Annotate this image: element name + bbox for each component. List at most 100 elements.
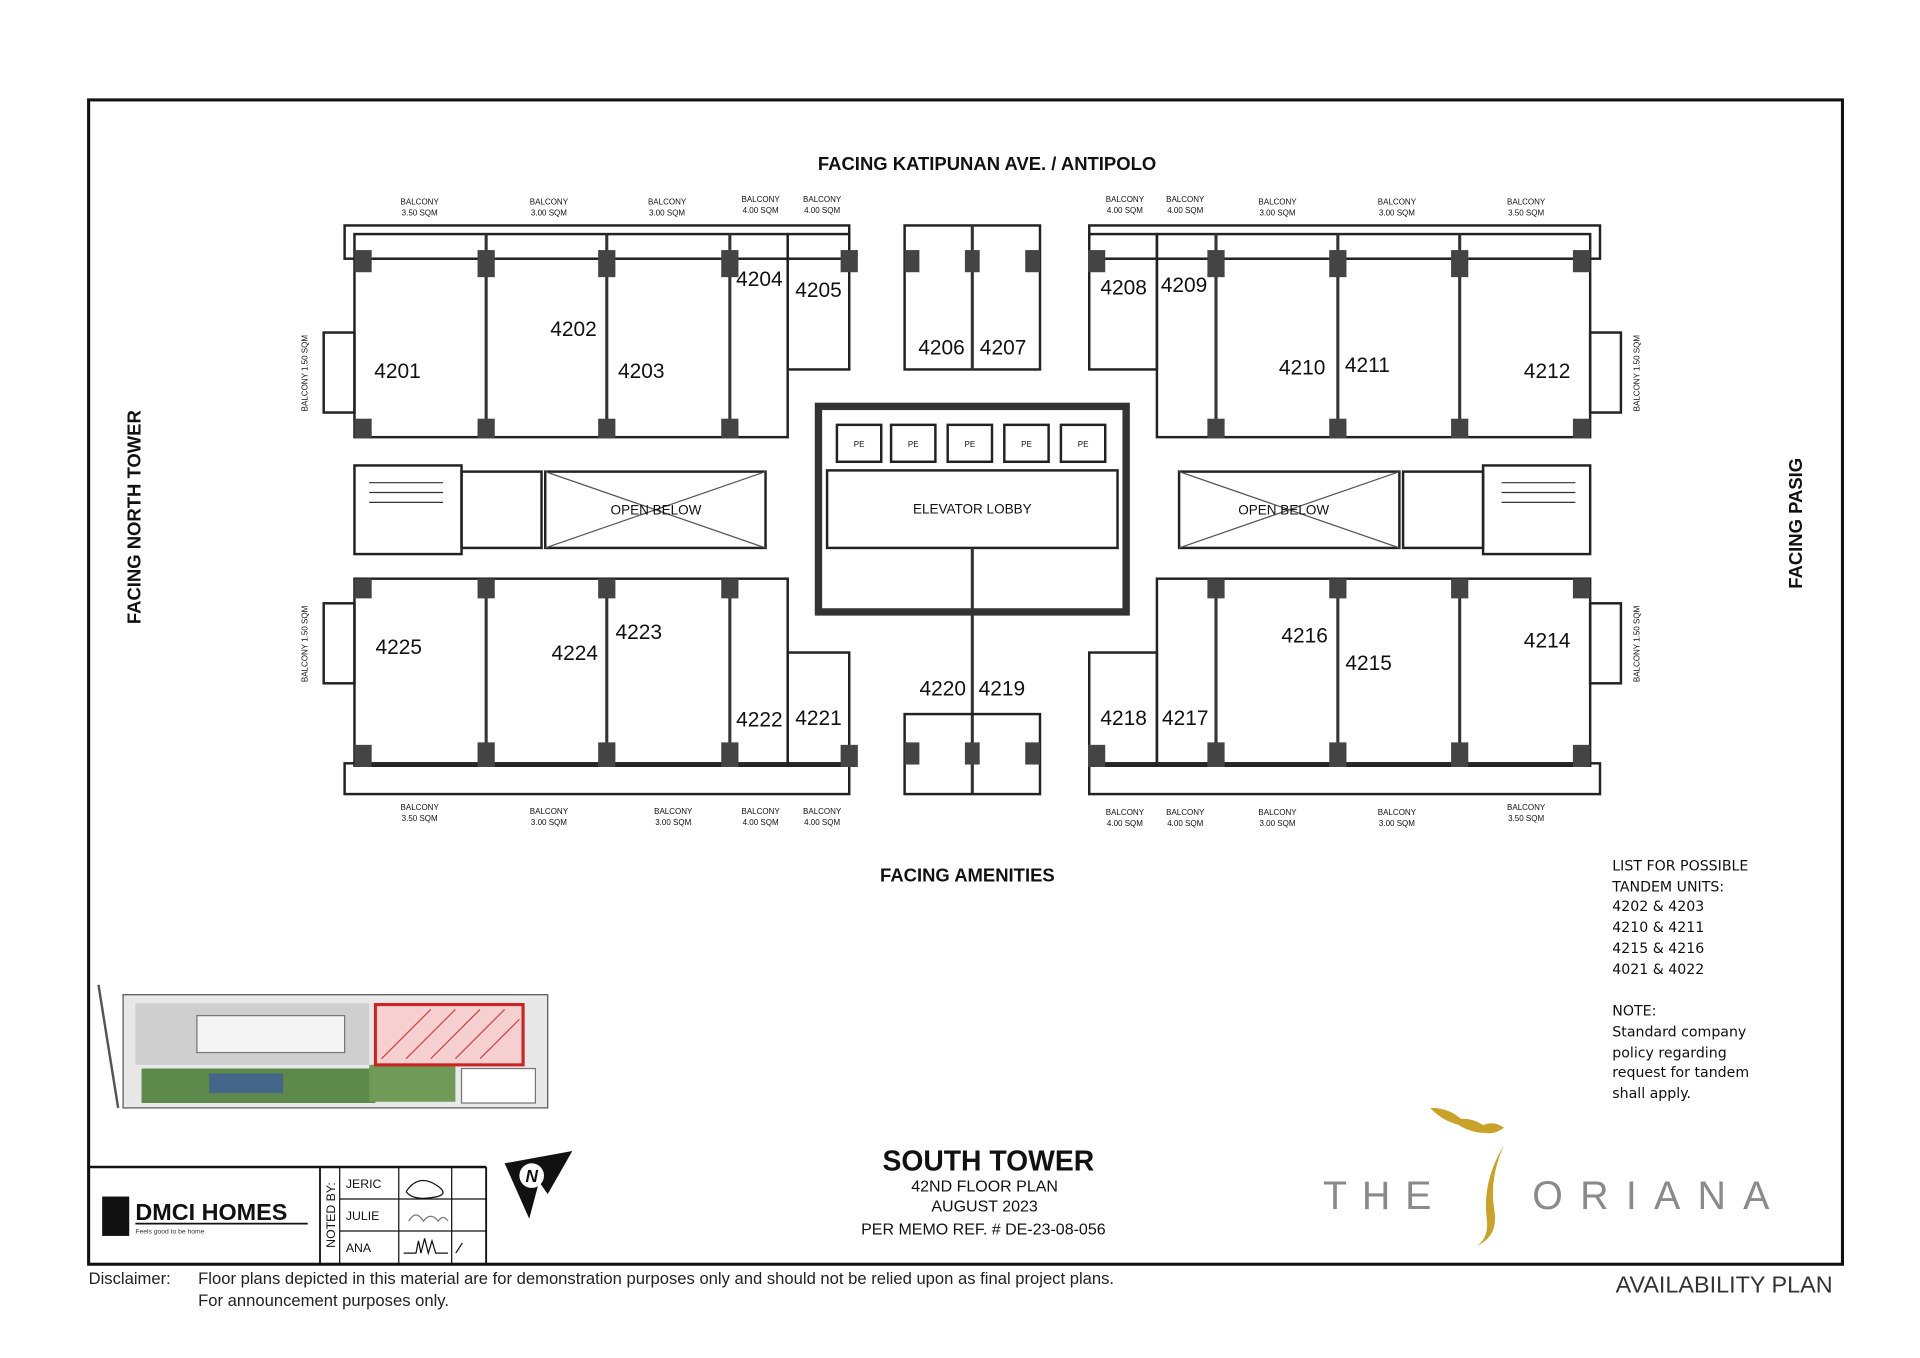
svg-text:NOTE:: NOTE:	[1612, 1004, 1656, 1020]
availability-plan-label: AVAILABILITY PLAN	[1616, 1272, 1833, 1298]
disclaimer-line-1: Floor plans depicted in this material ar…	[198, 1269, 1114, 1288]
elevator-tag: PE	[908, 440, 919, 449]
svg-text:ORIANA: ORIANA	[1532, 1174, 1786, 1218]
unit-4224[interactable]: 4224	[552, 642, 599, 665]
svg-text:BALCONY: BALCONY	[1258, 198, 1297, 207]
svg-text:3.50 SQM: 3.50 SQM	[402, 814, 438, 823]
open-below-right: OPEN BELOW	[1238, 503, 1329, 518]
signatory-3: ANA	[346, 1241, 372, 1255]
unit-4219[interactable]: 4219	[979, 678, 1026, 701]
unit-4215[interactable]: 4215	[1345, 652, 1392, 675]
svg-text:BALCONY: BALCONY	[1258, 808, 1297, 817]
unit-4225[interactable]: 4225	[376, 636, 423, 659]
side-balcony-label: BALCONY 1.50 SQM	[301, 335, 310, 412]
heading-right: FACING PASIG	[1785, 458, 1806, 589]
unit-4217[interactable]: 4217	[1162, 707, 1209, 730]
svg-text:BALCONY: BALCONY	[1378, 198, 1417, 207]
side-balcony-label: BALCONY 1.50 SQM	[301, 605, 310, 682]
svg-text:3.00 SQM: 3.00 SQM	[649, 209, 685, 218]
svg-text:TANDEM UNITS:: TANDEM UNITS:	[1611, 879, 1724, 895]
side-balcony-label: BALCONY 1.50 SQM	[1632, 605, 1641, 682]
signature-icon	[405, 1179, 444, 1199]
svg-text:4215 & 4216: 4215 & 4216	[1612, 941, 1704, 957]
unit-4203[interactable]: 4203	[618, 360, 665, 383]
unit-4202[interactable]: 4202	[550, 318, 597, 341]
unit-4201[interactable]: 4201	[374, 360, 421, 383]
svg-text:3.50 SQM: 3.50 SQM	[1508, 814, 1544, 823]
units-top: 4201 4202 4203 4204 4205 4206 4207 4208 …	[374, 268, 1570, 383]
unit-4223[interactable]: 4223	[616, 621, 663, 644]
svg-text:BALCONY: BALCONY	[530, 198, 569, 207]
svg-text:3.00 SQM: 3.00 SQM	[1260, 819, 1296, 828]
unit-4207[interactable]: 4207	[980, 337, 1027, 360]
svg-text:BALCONY: BALCONY	[803, 807, 842, 816]
svg-text:BALCONY: BALCONY	[401, 803, 440, 812]
signature-icon	[408, 1214, 449, 1223]
svg-text:BALCONY: BALCONY	[654, 807, 693, 816]
unit-4222[interactable]: 4222	[736, 708, 783, 731]
units-bottom: 4225 4224 4223 4222 4221 4220 4219 4218 …	[376, 621, 1571, 731]
open-below-left: OPEN BELOW	[611, 503, 702, 518]
svg-text:BALCONY: BALCONY	[1378, 808, 1417, 817]
unit-4220[interactable]: 4220	[920, 678, 967, 701]
company-tagline: Feels good to be home	[135, 1228, 204, 1235]
svg-text:N: N	[525, 1166, 538, 1186]
heading-bottom: FACING AMENITIES	[880, 864, 1055, 885]
unit-4208[interactable]: 4208	[1100, 276, 1147, 299]
unit-4214[interactable]: 4214	[1524, 630, 1571, 653]
unit-4206[interactable]: 4206	[918, 337, 965, 360]
svg-text:3.50 SQM: 3.50 SQM	[402, 209, 438, 218]
svg-text:BALCONY: BALCONY	[401, 198, 440, 207]
svg-text:3.00 SQM: 3.00 SQM	[1260, 209, 1296, 218]
signatory-2: JULIE	[346, 1209, 380, 1223]
svg-text:4021 & 4022: 4021 & 4022	[1612, 962, 1704, 978]
svg-text:4.00 SQM: 4.00 SQM	[804, 818, 840, 827]
noted-by-label: NOTED BY:	[324, 1182, 338, 1248]
unit-4212[interactable]: 4212	[1524, 360, 1571, 383]
company-name: DMCI HOMES	[135, 1199, 287, 1225]
unit-4218[interactable]: 4218	[1100, 707, 1147, 730]
unit-4211[interactable]: 4211	[1345, 354, 1390, 377]
heading-left: FACING NORTH TOWER	[123, 410, 144, 624]
balcony-labels-bottom: BALCONY 3.50 SQM BALCONY 3.00 SQM BALCONY 3…	[401, 803, 1546, 828]
svg-text:4.00 SQM: 4.00 SQM	[1167, 819, 1203, 828]
svg-text:BALCONY: BALCONY	[741, 195, 780, 204]
svg-text:BALCONY: BALCONY	[1507, 803, 1546, 812]
signatory-1: JERIC	[346, 1177, 382, 1191]
svg-text:THE: THE	[1323, 1174, 1446, 1218]
svg-text:BALCONY: BALCONY	[1166, 808, 1205, 817]
unit-4210[interactable]: 4210	[1279, 356, 1326, 379]
svg-text:4.00 SQM: 4.00 SQM	[1167, 206, 1203, 215]
svg-text:BALCONY: BALCONY	[1166, 195, 1205, 204]
elevator-tag: PE	[1021, 440, 1032, 449]
sheet-border	[87, 98, 1844, 1266]
unit-4204[interactable]: 4204	[736, 268, 783, 291]
svg-text:4.00 SQM: 4.00 SQM	[743, 206, 779, 215]
side-balcony-label: BALCONY 1.50 SQM	[1632, 335, 1641, 412]
unit-4205[interactable]: 4205	[795, 279, 842, 302]
site-key-plan	[97, 984, 549, 1109]
disclaimer-label: Disclaimer:	[89, 1269, 171, 1288]
svg-text:BALCONY: BALCONY	[1507, 198, 1546, 207]
svg-text:4.00 SQM: 4.00 SQM	[1107, 819, 1143, 828]
svg-text:BALCONY: BALCONY	[741, 807, 780, 816]
svg-text:4202 & 4203: 4202 & 4203	[1612, 899, 1704, 915]
disclaimer-line-2: For announcement purposes only.	[198, 1291, 449, 1310]
unit-4216[interactable]: 4216	[1281, 625, 1328, 648]
svg-text:request for tandem: request for tandem	[1612, 1065, 1749, 1081]
title-block: DMCI HOMES Feels good to be home NOTED B…	[88, 1165, 488, 1265]
dmci-logo-mark	[102, 1196, 130, 1236]
svg-text:BALCONY: BALCONY	[648, 198, 687, 207]
svg-text:3.00 SQM: 3.00 SQM	[1379, 209, 1415, 218]
svg-text:4.00 SQM: 4.00 SQM	[804, 206, 840, 215]
svg-text:BALCONY: BALCONY	[1106, 195, 1145, 204]
unit-4209[interactable]: 4209	[1161, 274, 1208, 297]
svg-text:4.00 SQM: 4.00 SQM	[1107, 206, 1143, 215]
svg-text:policy regarding: policy regarding	[1612, 1045, 1726, 1061]
memo-ref: PER MEMO REF. # DE-23-08-056	[861, 1222, 1106, 1239]
north-arrow-icon: N	[504, 1151, 573, 1219]
balcony-labels-top: BALCONY 3.50 SQM BALCONY 3.00 SQM BALCONY 3…	[401, 195, 1546, 218]
tower-title: SOUTH TOWER	[882, 1145, 1094, 1177]
unit-4221[interactable]: 4221	[795, 707, 842, 730]
